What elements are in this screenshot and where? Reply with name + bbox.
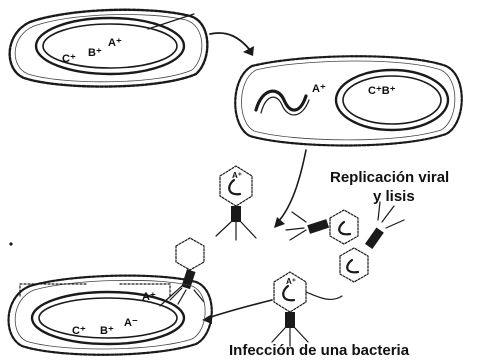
- phage-2: [286, 210, 358, 244]
- arrow-to-replication: [274, 150, 306, 228]
- svg-text:A⁺: A⁺: [286, 277, 296, 286]
- injected-dna-line: [160, 282, 186, 306]
- prophage-line: [148, 14, 194, 29]
- phage-transducing-1: A⁺: [216, 166, 256, 240]
- connector-line: [306, 292, 342, 299]
- infected-bacterium: C⁺ B⁺ A⁺: [10, 10, 208, 87]
- gene-label-a-donor: A⁺: [142, 291, 156, 303]
- phage-tail: [285, 312, 295, 328]
- phage-3: [340, 202, 404, 282]
- stray-dot: [9, 242, 12, 245]
- bacterium-wall: [235, 56, 462, 145]
- phage-tail: [307, 219, 329, 234]
- phage-head: [330, 210, 358, 244]
- phage-injecting: [160, 238, 204, 306]
- phage-tail: [365, 228, 384, 250]
- phage-dna: [339, 222, 350, 234]
- bacterial-chromosome-outer: [336, 70, 448, 130]
- phage-transducing-2: A⁺: [272, 272, 308, 346]
- bacterium-wall-inner: [241, 61, 454, 140]
- gene-label-b: B⁺: [88, 47, 102, 59]
- lysing-bacterium: A⁺ C⁺B⁺: [235, 56, 462, 145]
- replication-caption-line1: Replicación viral: [330, 169, 449, 186]
- gene-label-cb: C⁺B⁺: [368, 85, 396, 97]
- replication-caption-line2: y lisis: [373, 188, 415, 205]
- arrow-to-fragmentation: [210, 33, 254, 56]
- gene-label-a-recipient: A⁻: [124, 317, 138, 329]
- phage-dna: [229, 180, 240, 194]
- infection-caption: Infección de una bacteria: [229, 342, 410, 359]
- gene-label-c: C⁺: [62, 53, 76, 65]
- gene-label-c-recipient: C⁺: [72, 325, 86, 337]
- gene-label-b-recipient: B⁺: [100, 325, 114, 337]
- phage-tail: [231, 206, 241, 222]
- gene-label-a: A⁺: [108, 37, 122, 49]
- recipient-bacterium: A⁺ C⁺ B⁺ A⁻: [9, 276, 212, 355]
- svg-text:A⁺: A⁺: [232, 171, 242, 180]
- phage-dna: [347, 260, 358, 272]
- gene-label-a-fragment: A⁺: [312, 83, 326, 95]
- phage-dna: [283, 286, 294, 300]
- phage-head: [340, 248, 368, 282]
- phage-head: [176, 238, 204, 270]
- bacterial-chromosome-inner: [343, 76, 441, 124]
